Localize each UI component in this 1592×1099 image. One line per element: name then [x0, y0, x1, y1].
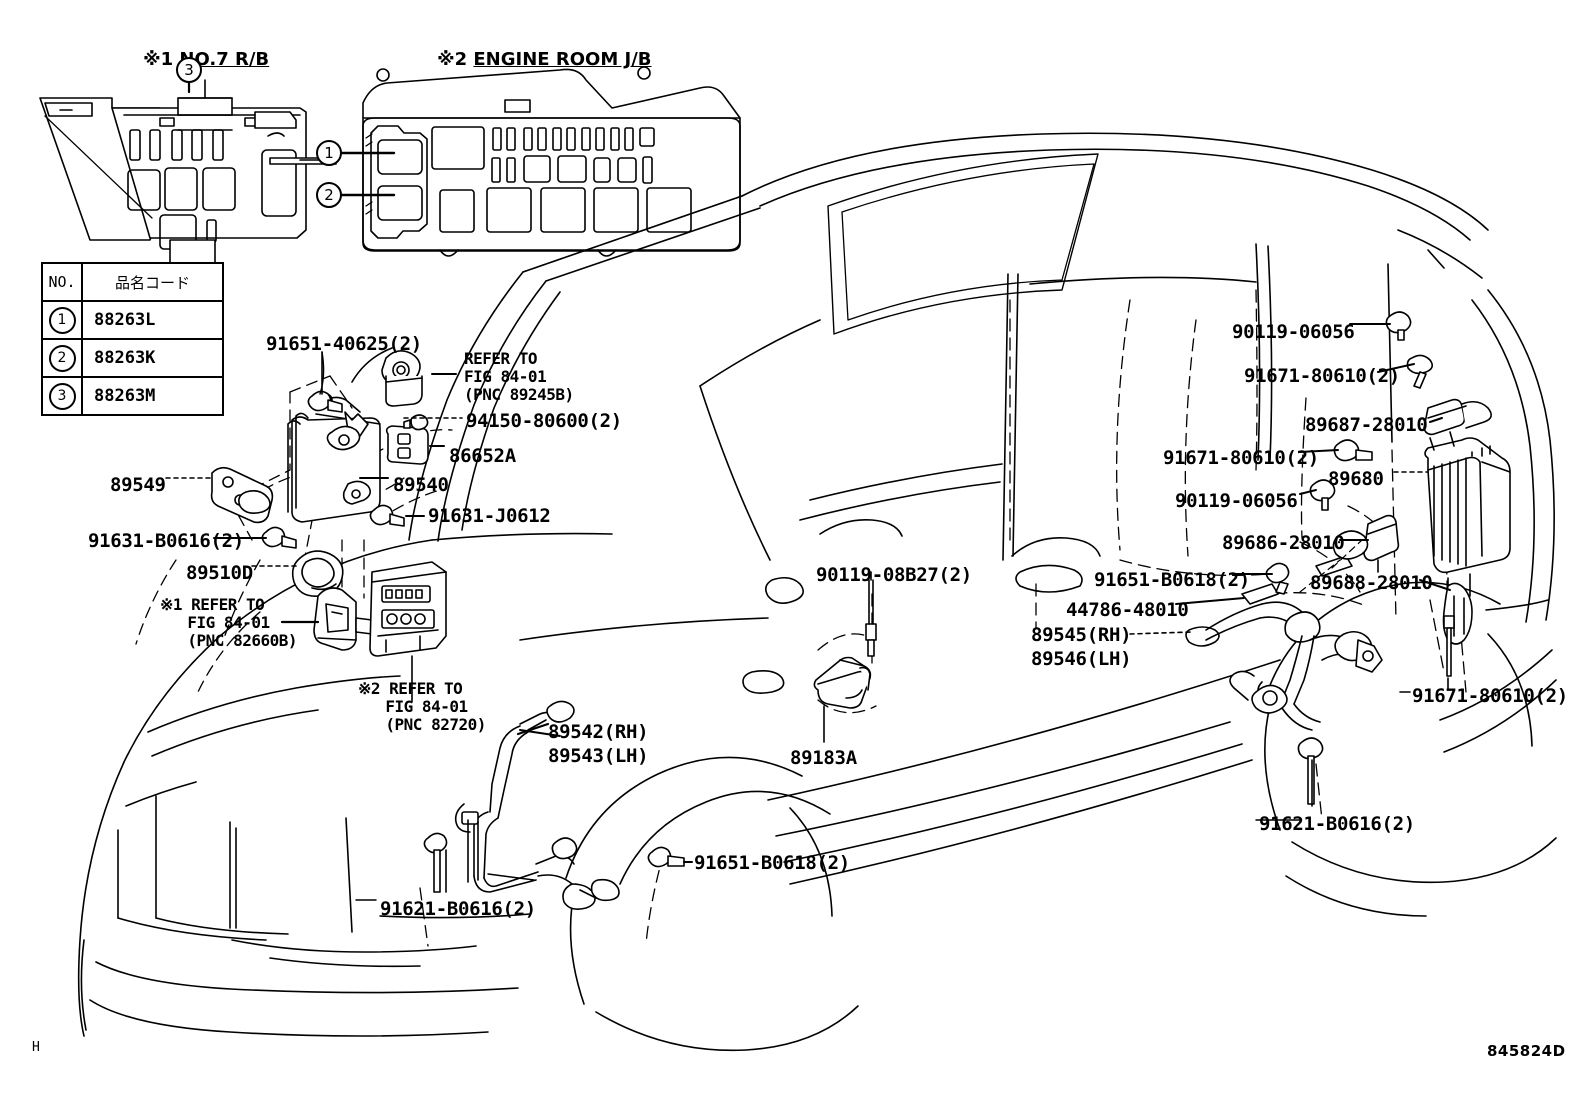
- part-label-91621-b0616-front: 91621-B0616(2): [380, 898, 536, 920]
- part-label-91651-b0618-rear: 91651-B0618(2): [1094, 569, 1250, 591]
- header-note1-mark: ※1: [143, 49, 174, 70]
- row-number-badge: 3: [41, 376, 83, 416]
- part-label-90119-06056-mid: 90119-06056: [1175, 490, 1298, 512]
- bracket-89687-28010: [1423, 398, 1492, 451]
- vehicle-outline: [77, 132, 1557, 1052]
- part-label-91631-j0612: 91631-J0612: [428, 505, 551, 527]
- part-label-89680: 89680: [1328, 468, 1384, 490]
- part-label-refer-82660b: ※1 REFER TO FIG 84-01 (PNC 82660B): [160, 595, 298, 650]
- column-header-code: 品名コード: [81, 262, 224, 302]
- part-label-91651-b0618-front: 91651-B0618(2): [694, 852, 850, 874]
- bracket-89549: [210, 466, 274, 524]
- part-label-89543-lh: 89543(LH): [548, 745, 649, 767]
- part-label-94150-80600: 94150-80600(2): [466, 410, 622, 432]
- bracket-89686-28010: [1332, 514, 1400, 573]
- part-label-91671-80610-top: 91671-80610(2): [1244, 365, 1400, 387]
- part-label-89542-rh: 89542(RH): [548, 721, 649, 743]
- front-wheel-speed-sensor-harness: [454, 700, 620, 910]
- sheet-mark: H: [32, 1040, 40, 1055]
- part-label-91671-80610-rear: 91671-80610(2): [1412, 685, 1568, 707]
- circled-number-icon: 1: [48, 306, 76, 334]
- part-label-89686-28010: 89686-28010: [1222, 532, 1345, 554]
- part-label-89510d: 89510D: [186, 562, 253, 584]
- header-engine-room-jb: ※2 ENGINE ROOM J/B: [412, 28, 651, 91]
- part-label-44786-48010: 44786-48010: [1066, 599, 1189, 621]
- callout-badge-1: 1: [316, 140, 342, 166]
- abs-actuator-89540: [287, 393, 381, 523]
- engine-room-junction-block-illustration: [362, 66, 741, 257]
- jb-callout-leaders: [340, 151, 396, 197]
- clamp-86652a: [385, 425, 429, 465]
- circled-number-icon: 3: [48, 382, 76, 410]
- ecu-89680: [1424, 437, 1511, 601]
- figure-code: 845824D: [1487, 1042, 1566, 1060]
- callout-badge-3: 3: [176, 57, 202, 83]
- callout-badge-2: 2: [316, 182, 342, 208]
- row-part-code: 88263M: [81, 376, 224, 416]
- table-row: 1 88263L: [41, 300, 224, 340]
- part-label-91671-80610-mid: 91671-80610(2): [1163, 447, 1319, 469]
- part-label-refer-82720: ※2 REFER TO FIG 84-01 (PNC 82720): [358, 679, 486, 734]
- table-row: 2 88263K: [41, 338, 224, 378]
- no7-relay-block-illustration: [39, 79, 337, 277]
- part-label-91631-b0616: 91631-B0616(2): [88, 530, 244, 552]
- part-label-89183a: 89183A: [790, 747, 857, 769]
- leader-lines: [165, 323, 1451, 901]
- row-number-badge: 2: [41, 338, 83, 378]
- table-row: 3 88263M: [41, 376, 224, 416]
- sensor-89183a: [813, 656, 872, 709]
- part-label-89540: 89540: [393, 474, 449, 496]
- circled-number-icon: 2: [48, 344, 76, 372]
- part-label-86652a: 86652A: [449, 445, 516, 467]
- part-label-89545-rh: 89545(RH): [1031, 624, 1132, 646]
- column-header-no: NO.: [41, 262, 83, 302]
- part-label-91651-40625: 91651-40625(2): [266, 333, 422, 355]
- ecu-82720: [369, 561, 447, 657]
- row-number-badge: 1: [41, 300, 83, 340]
- part-label-89549: 89549: [110, 474, 166, 496]
- part-label-89688-28010: 89688-28010: [1310, 572, 1433, 594]
- sensor-89245b: [381, 350, 423, 407]
- part-label-refer-89245b: REFER TO FIG 84-01 (PNC 89245B): [464, 349, 574, 404]
- part-label-91621-b0616-rear: 91621-B0616(2): [1259, 813, 1415, 835]
- switch-82660b: [313, 587, 373, 651]
- header-note2-mark: ※2: [437, 49, 468, 70]
- header-note2-title: ENGINE ROOM J/B: [473, 49, 652, 70]
- fasteners: [261, 311, 1455, 893]
- part-label-89546-lh: 89546(LH): [1031, 648, 1132, 670]
- part-label-89687-28010: 89687-28010: [1305, 414, 1428, 436]
- parts-code-table: NO. 品名コード 1 88263L 2 88263K 3 88263M: [41, 262, 224, 416]
- part-label-90119-06056-top: 90119-06056: [1232, 321, 1355, 343]
- row-part-code: 88263L: [81, 300, 224, 340]
- table-header-row: NO. 品名コード: [41, 262, 224, 302]
- row-part-code: 88263K: [81, 338, 224, 378]
- sensor-89510d: [291, 550, 344, 598]
- part-label-90119-08b27: 90119-08B27(2): [816, 564, 972, 586]
